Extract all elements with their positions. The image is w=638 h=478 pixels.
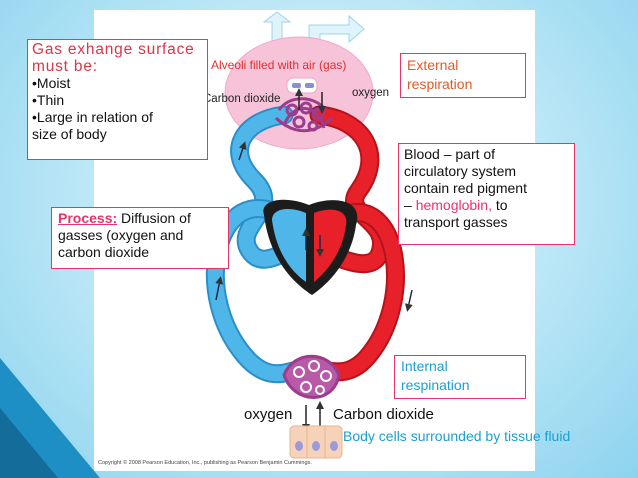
capillaries-body bbox=[282, 354, 341, 399]
heart bbox=[263, 199, 358, 295]
gas-box-title: Gas exhange surface must be: bbox=[32, 41, 203, 75]
capillaries-lungs bbox=[274, 97, 334, 133]
corner-accent-dark bbox=[0, 408, 58, 478]
blood-line-1: Blood – part of bbox=[404, 146, 496, 162]
list-item: •Moist bbox=[32, 75, 71, 91]
list-item: size of body bbox=[32, 126, 107, 142]
blood-line-2: circulatory system bbox=[404, 163, 517, 179]
copyright-text: Copyright © 2008 Pearson Education, Inc.… bbox=[98, 460, 312, 466]
alveoli-label: Alveoli filled with air (gas) bbox=[211, 58, 347, 72]
gas-title-line-1: Gas exhange surface bbox=[32, 41, 195, 58]
process-line-3: carbon dioxide bbox=[58, 244, 150, 260]
internal-respiration-box: Internal respination bbox=[394, 355, 526, 399]
list-item: •Thin bbox=[32, 92, 65, 108]
gas-title-line-2: must be: bbox=[32, 58, 98, 75]
external-respiration-box: External respiration bbox=[400, 53, 526, 98]
carbon-dioxide-bottom-label: Carbon dioxide bbox=[333, 406, 434, 423]
external-line-1: External bbox=[407, 57, 459, 73]
list-item: •Large in relation of bbox=[32, 109, 153, 125]
body-cells bbox=[289, 425, 343, 459]
oxygen-top-label: oxygen bbox=[352, 87, 390, 99]
oxygen-bottom-label: oxygen bbox=[244, 406, 293, 423]
gas-exchange-surface-box: Gas exhange surface must be: •Moist •Thi… bbox=[27, 39, 208, 160]
blood-line-3: contain red pigment bbox=[404, 180, 527, 196]
blood-line-4-suffix: to bbox=[491, 197, 508, 213]
process-line-1: Process: Diffusion of bbox=[58, 210, 222, 227]
internal-line-1: Internal bbox=[401, 358, 448, 374]
external-line-2: respiration bbox=[407, 76, 473, 92]
process-box: Process: Diffusion of gasses (oxygen and… bbox=[51, 207, 229, 269]
carbon-dioxide-top-label: Carbon dioxide bbox=[203, 93, 281, 105]
blood-line-5: transport gasses bbox=[404, 214, 508, 230]
gas-requirements-list: •Moist •Thin •Large in relation of size … bbox=[32, 75, 203, 143]
process-text: Diffusion of bbox=[117, 210, 191, 226]
circulation-diagram bbox=[205, 11, 413, 459]
hemoglobin-highlight: hemoglobin, bbox=[415, 197, 492, 213]
internal-line-2: respination bbox=[401, 377, 470, 393]
gas-exchange-arrows bbox=[295, 88, 326, 432]
process-line-2: gasses (oxygen and bbox=[58, 227, 184, 243]
blood-info-box: Blood – part of circulatory system conta… bbox=[398, 143, 575, 245]
process-label: Process: bbox=[58, 210, 118, 226]
blood-line-4: – hemoglobin, to bbox=[404, 197, 569, 214]
body-cells-label: Body cells surrounded by tissue fluid bbox=[343, 428, 571, 444]
blood-line-4-prefix: – bbox=[404, 197, 416, 213]
